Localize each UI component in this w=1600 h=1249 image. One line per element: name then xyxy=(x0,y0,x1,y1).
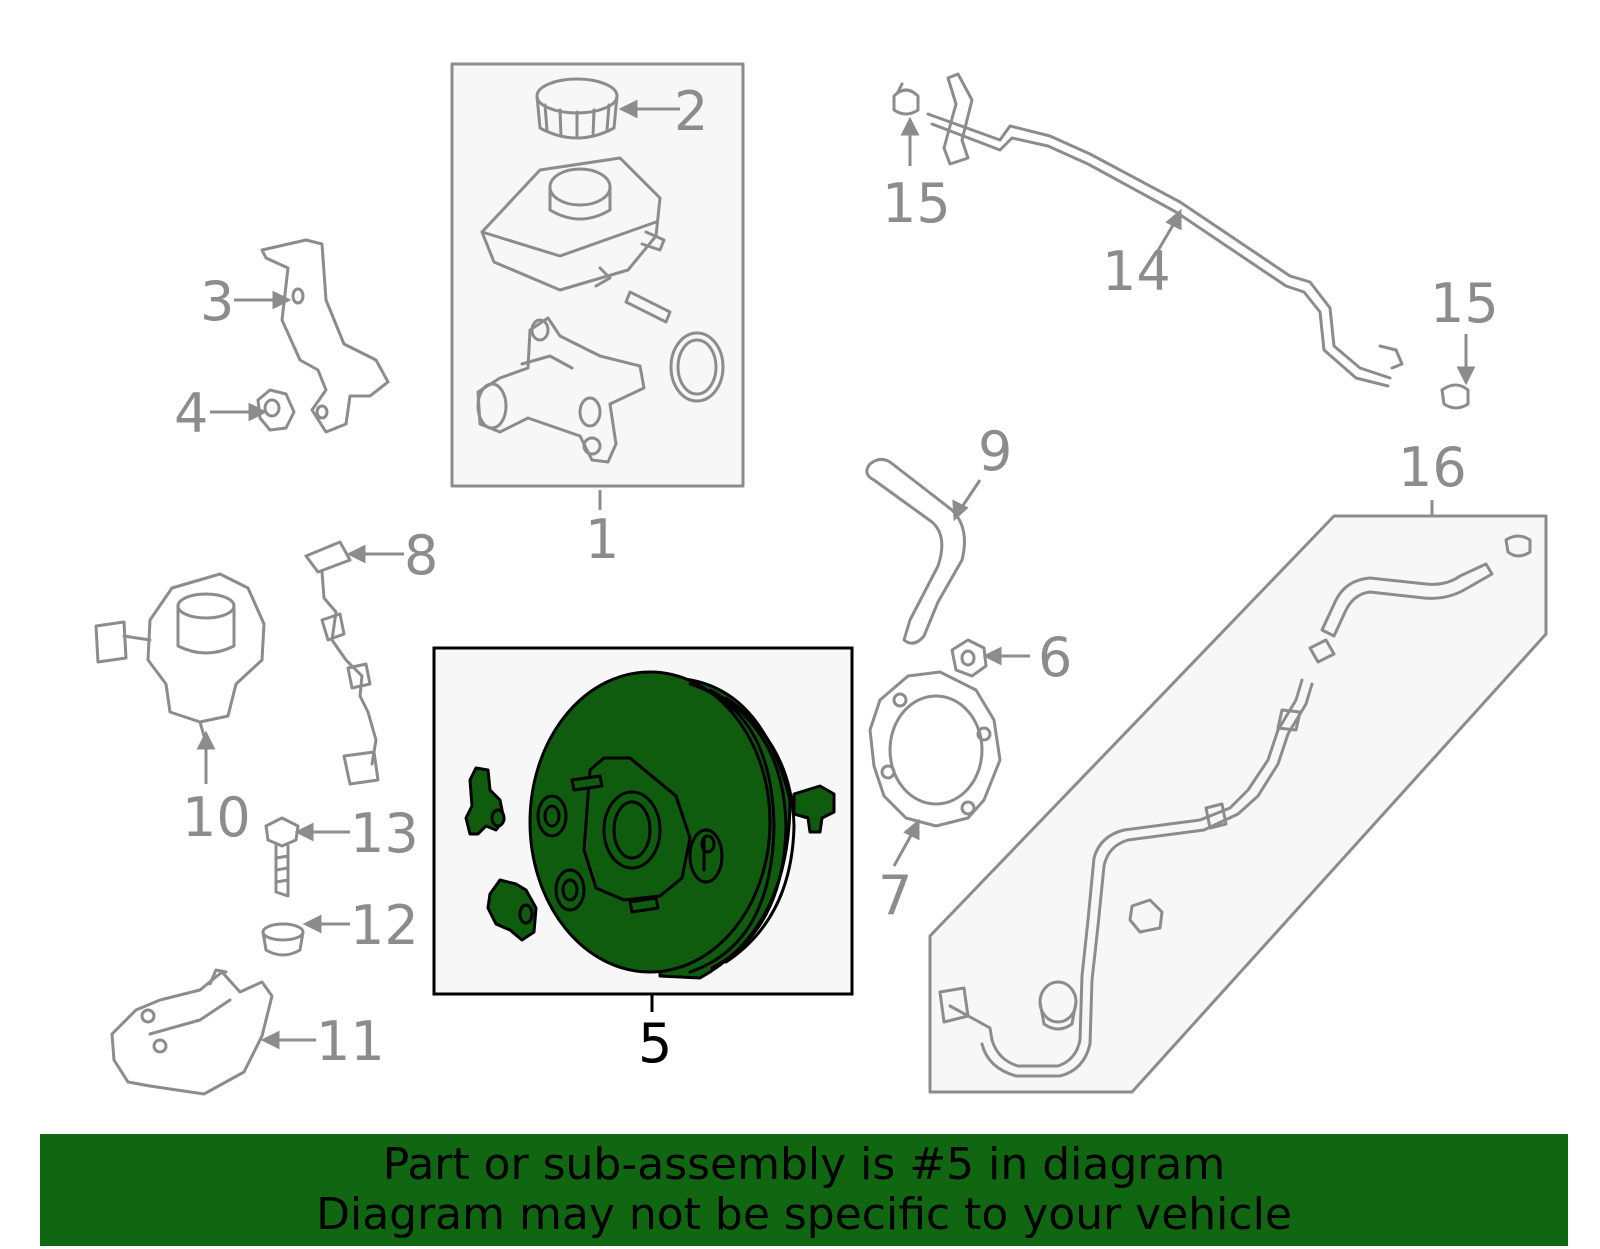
part-4-nut[interactable] xyxy=(256,388,296,432)
part-6-nut[interactable] xyxy=(950,638,988,678)
callout-4: 4 xyxy=(174,382,208,445)
callout-8: 8 xyxy=(404,524,438,587)
part-13-bolt[interactable] xyxy=(264,816,300,898)
callout-2: 2 xyxy=(674,80,708,143)
part-14-tube[interactable] xyxy=(926,72,1404,388)
part-1-master-cylinder-group[interactable] xyxy=(450,62,745,510)
booster-sensor-upper[interactable] xyxy=(464,766,506,836)
callout-6: 6 xyxy=(1038,626,1072,689)
leader-arrows xyxy=(196,99,1476,1050)
part-2-reservoir-cap[interactable] xyxy=(535,77,619,140)
callout-5: 5 xyxy=(638,1012,672,1075)
part-10-vacuum-pump[interactable] xyxy=(94,572,266,738)
callout-16: 16 xyxy=(1398,436,1467,499)
part-8-wiring-harness[interactable] xyxy=(304,540,380,786)
part-11-shield[interactable] xyxy=(110,968,274,1096)
callout-15-top: 15 xyxy=(882,172,951,235)
master-cylinder xyxy=(476,316,646,464)
part-5-brake-booster-group[interactable] xyxy=(432,646,854,1012)
info-banner: Part or sub-assembly is #5 in diagram Di… xyxy=(40,1134,1568,1246)
reservoir xyxy=(480,156,666,292)
callout-13: 13 xyxy=(350,802,419,865)
seal-ring xyxy=(669,331,725,403)
callout-15-right: 15 xyxy=(1430,272,1499,335)
callout-11: 11 xyxy=(316,1010,385,1073)
part-7-gasket[interactable] xyxy=(868,670,1002,828)
part-16-hose-assembly-group[interactable] xyxy=(928,514,1548,1094)
part-15-clamp-right[interactable] xyxy=(1440,383,1470,410)
callout-9: 9 xyxy=(978,420,1012,483)
callout-7: 7 xyxy=(878,864,912,927)
pin xyxy=(624,290,672,324)
banner-line-1: Part or sub-assembly is #5 in diagram xyxy=(382,1139,1226,1190)
brake-booster[interactable] xyxy=(528,670,836,980)
callout-3: 3 xyxy=(200,270,234,333)
callout-14: 14 xyxy=(1102,240,1171,303)
banner-line-2: Diagram may not be specific to your vehi… xyxy=(316,1189,1292,1240)
booster-sensor-lower[interactable] xyxy=(486,878,538,942)
part-12-grommet[interactable] xyxy=(261,922,305,957)
callout-12: 12 xyxy=(350,894,419,957)
part-15-clamp-top[interactable] xyxy=(892,82,920,116)
callout-1: 1 xyxy=(585,508,619,571)
callout-10: 10 xyxy=(182,786,251,849)
part-9-hose[interactable] xyxy=(865,457,966,645)
part-3-bracket[interactable] xyxy=(260,238,390,434)
callouts: 1 2 3 4 5 6 7 8 9 10 11 12 13 14 15 15 1… xyxy=(174,80,1499,1075)
